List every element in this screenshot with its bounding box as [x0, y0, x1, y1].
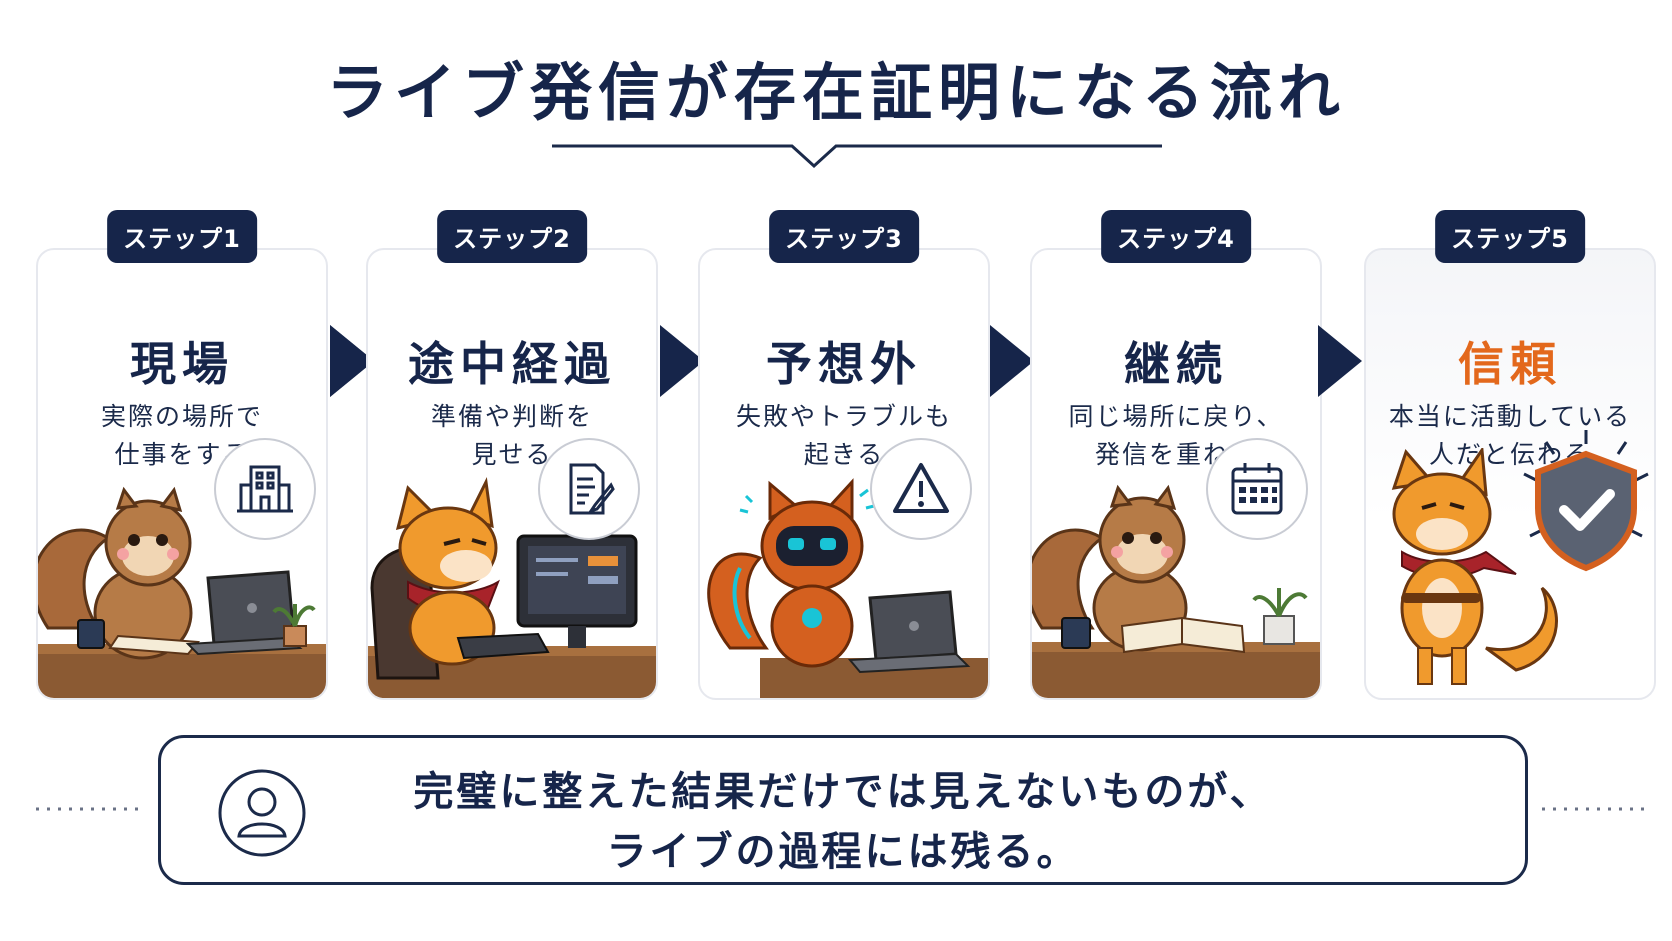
- step-title: 信頼: [1458, 337, 1562, 391]
- flow-arrow-2: [660, 325, 704, 397]
- fox-at-computer-illustration: [368, 476, 656, 698]
- step-badge: ステップ5: [1435, 210, 1585, 263]
- warning-icon: [870, 438, 972, 540]
- step-description: 失敗やトラブルも起きる: [735, 402, 952, 469]
- step-badge: ステップ4: [1101, 210, 1251, 263]
- summary-message: 完璧に整えた結果だけでは見えないものが、 ライブの過程には残る。: [413, 769, 1273, 875]
- step-4: ステップ4 継続 同じ場所に戻り、発信を重ねる: [1030, 210, 1322, 700]
- step-description: 実際の場所で仕事をする: [100, 402, 263, 469]
- flow-arrow-4: [1318, 325, 1362, 397]
- step-card: 途中経過 準備や判断を見せる: [366, 248, 658, 700]
- step-title: 途中経過: [408, 337, 616, 391]
- flow-arrow-3: [990, 325, 1034, 397]
- step-title: 予想外: [766, 337, 922, 391]
- step-title: 現場: [130, 337, 234, 391]
- step-badge: ステップ2: [437, 210, 587, 263]
- step-title: 継続: [1124, 337, 1228, 391]
- step-card: 継続 同じ場所に戻り、発信を重ねる: [1030, 248, 1322, 700]
- squirrel-writing-illustration: [38, 486, 326, 698]
- step-card: 予想外 失敗やトラブルも起きる: [698, 248, 990, 700]
- step-card: 信頼 本当に活動している人だと伝わる: [1364, 248, 1656, 700]
- page-title: ライブ発信が存在証明になる流れ: [325, 56, 1346, 129]
- step-badge: ステップ1: [107, 210, 257, 263]
- title-divider: [552, 144, 1162, 169]
- step-3: ステップ3 予想外 失敗やトラブルも起きる: [698, 210, 990, 700]
- document-pen-icon: [538, 438, 640, 540]
- robot-squirrel-illustration: [707, 478, 988, 698]
- flow-arrow-1: [330, 325, 374, 397]
- fox-confident-illustration: [1391, 448, 1558, 685]
- shield-check-icon: [1523, 430, 1649, 572]
- building-icon: [214, 438, 316, 540]
- step-2: ステップ2 途中経過 準備や判断を見せる: [366, 210, 658, 700]
- step-description: 準備や判断を見せる: [430, 402, 593, 469]
- left-dotted-line: [36, 807, 146, 811]
- step-badge: ステップ3: [769, 210, 919, 263]
- calendar-icon: [1206, 438, 1308, 540]
- step-1: ステップ1 現場 実際の場所で仕事をする: [36, 210, 328, 700]
- summary-message-box: 完璧に整えた結果だけでは見えないものが、 ライブの過程には残る。: [158, 735, 1528, 885]
- right-dotted-line: [1542, 807, 1652, 811]
- person-icon: [218, 769, 306, 857]
- step-card: 現場 実際の場所で仕事をする: [36, 248, 328, 700]
- step-5: ステップ5 信頼 本当に活動している人だと伝わる: [1364, 210, 1656, 700]
- squirrel-notebook-illustration: [1032, 484, 1320, 698]
